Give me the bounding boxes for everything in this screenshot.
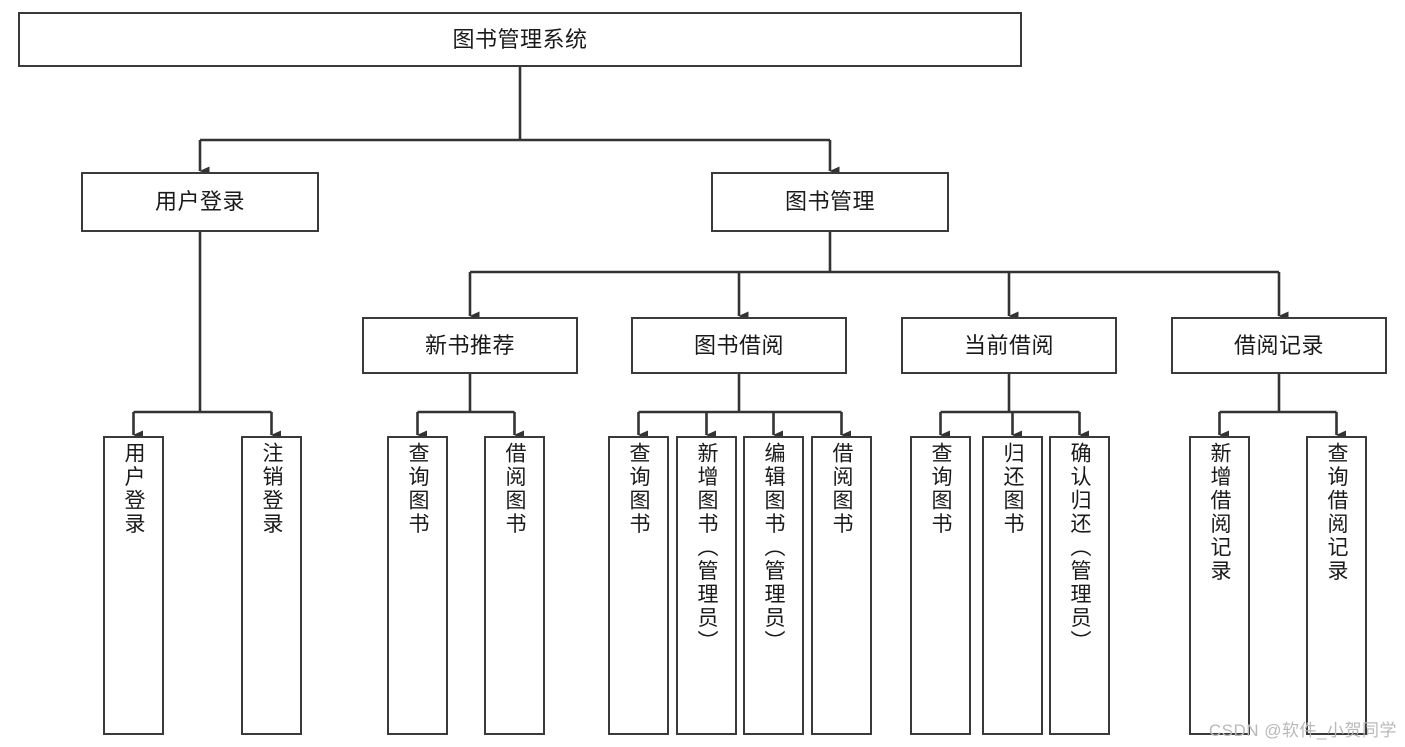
node-label: 确认归还（管理员） (1068, 442, 1091, 654)
node-label: 查询借阅记录 (1325, 442, 1348, 583)
node-label: 查询图书 (929, 442, 952, 536)
node-label: 当前借阅 (963, 332, 1054, 358)
node-leaf_7[interactable]: 借阅图书 (811, 436, 872, 735)
node-label: 新增图书（管理员） (695, 442, 718, 654)
node-label: 借阅记录 (1233, 332, 1324, 358)
node-l3_1[interactable]: 图书借阅 (631, 317, 847, 374)
node-label: 图书管理系统 (452, 26, 588, 52)
node-leaf_11[interactable]: 新增借阅记录 (1189, 436, 1250, 735)
node-label: 归还图书 (1001, 442, 1024, 536)
node-leaf_0[interactable]: 用户登录 (103, 436, 164, 735)
node-label: 查询图书 (406, 442, 429, 536)
node-leaf_12[interactable]: 查询借阅记录 (1306, 436, 1367, 735)
node-leaf_2[interactable]: 查询图书 (387, 436, 448, 735)
node-leaf_5[interactable]: 新增图书（管理员） (676, 436, 737, 735)
node-leaf_8[interactable]: 查询图书 (910, 436, 971, 735)
node-label: 编辑图书（管理员） (762, 442, 785, 654)
node-root[interactable]: 图书管理系统 (18, 12, 1022, 67)
node-label: 用户登录 (154, 189, 245, 215)
node-leaf_1[interactable]: 注销登录 (241, 436, 302, 735)
node-label: 注销登录 (260, 442, 283, 536)
node-l3_3[interactable]: 借阅记录 (1171, 317, 1387, 374)
watermark-text: CSDN @软件_小贺同学 (1208, 721, 1397, 740)
node-l3_0[interactable]: 新书推荐 (362, 317, 578, 374)
node-leaf_3[interactable]: 借阅图书 (484, 436, 545, 735)
node-leaf_9[interactable]: 归还图书 (982, 436, 1043, 735)
edge-group (132, 67, 1346, 440)
node-label: 借阅图书 (503, 442, 526, 536)
node-leaf_4[interactable]: 查询图书 (608, 436, 669, 735)
node-label: 图书借阅 (693, 332, 784, 358)
node-label: 新增借阅记录 (1208, 442, 1231, 583)
node-label: 借阅图书 (830, 442, 853, 536)
node-l2_0[interactable]: 用户登录 (81, 172, 319, 232)
node-l3_2[interactable]: 当前借阅 (901, 317, 1117, 374)
node-leaf_6[interactable]: 编辑图书（管理员） (743, 436, 804, 735)
node-l2_1[interactable]: 图书管理 (711, 172, 949, 232)
node-leaf_10[interactable]: 确认归还（管理员） (1049, 436, 1110, 735)
node-label: 用户登录 (122, 442, 145, 536)
node-label: 查询图书 (627, 442, 650, 536)
node-label: 新书推荐 (424, 332, 515, 358)
node-label: 图书管理 (784, 189, 875, 215)
